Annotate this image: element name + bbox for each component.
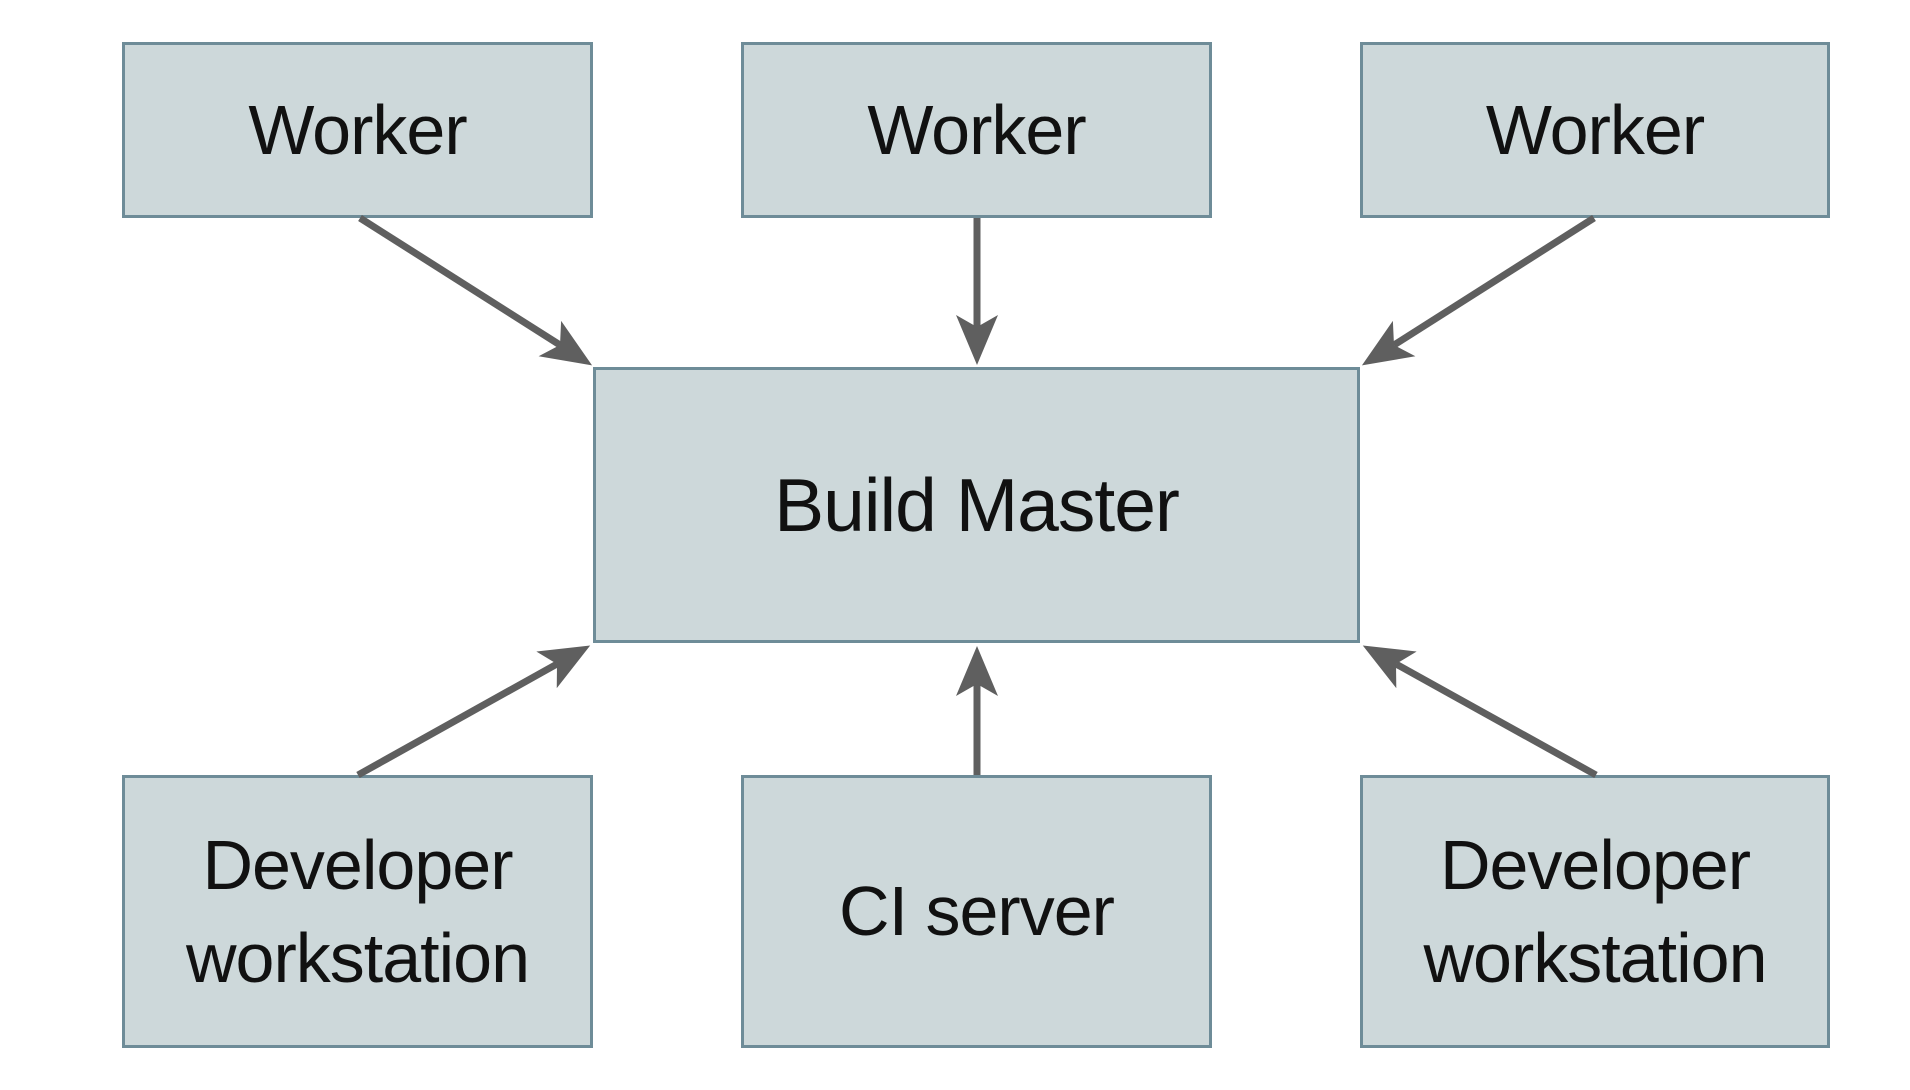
node-worker-1: Worker bbox=[122, 42, 593, 218]
node-developer-workstation-left: Developer workstation bbox=[122, 775, 593, 1048]
edge-devworkstation-right-to-buildmaster-arrow bbox=[1362, 645, 1598, 779]
node-ci-server-label: CI server bbox=[839, 872, 1115, 951]
edge-devworkstation-left-to-buildmaster-arrow bbox=[356, 645, 591, 779]
node-build-master-label: Build Master bbox=[774, 462, 1180, 547]
node-developer-workstation-right-label: Developer workstation bbox=[1423, 826, 1767, 997]
node-build-master: Build Master bbox=[593, 367, 1360, 643]
node-worker-3: Worker bbox=[1360, 42, 1830, 218]
node-developer-workstation-left-label: Developer workstation bbox=[185, 826, 530, 997]
node-worker-2: Worker bbox=[741, 42, 1212, 218]
node-worker-1-label: Worker bbox=[248, 90, 467, 169]
edge-worker3-to-buildmaster-arrow bbox=[1361, 215, 1596, 366]
node-worker-2-label: Worker bbox=[867, 90, 1086, 169]
node-developer-workstation-right: Developer workstation bbox=[1360, 775, 1830, 1048]
node-worker-3-label: Worker bbox=[1485, 90, 1705, 169]
edge-worker1-to-buildmaster-arrow bbox=[358, 215, 593, 366]
node-ci-server: CI server bbox=[741, 775, 1212, 1048]
